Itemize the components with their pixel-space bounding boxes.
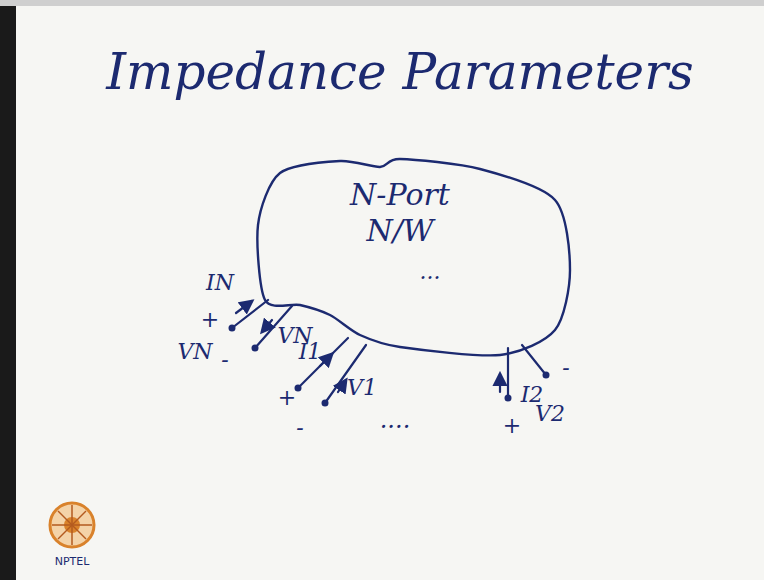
watermark: NPTEL — [55, 556, 90, 568]
port-label: - — [221, 348, 228, 372]
port-label: V1 — [347, 376, 377, 400]
nptel-logo — [50, 503, 94, 547]
port-label: - — [296, 416, 303, 440]
port-label: - — [562, 356, 569, 380]
terminal-dots — [229, 325, 550, 407]
port-label: VN — [177, 340, 212, 364]
port-label: V2 — [535, 402, 565, 426]
board-frame — [0, 0, 764, 6]
port-label: + — [201, 308, 219, 332]
port-label: ... — [420, 260, 441, 284]
port-label: + — [503, 414, 521, 438]
port-label: IN — [206, 271, 234, 295]
title: Impedance Parameters — [106, 45, 693, 100]
board-frame — [0, 0, 16, 580]
network-label: N-Port N/W — [335, 177, 465, 249]
port-label: + — [278, 386, 296, 410]
port-label: .... — [380, 407, 411, 433]
port-label: I1 — [299, 340, 322, 364]
